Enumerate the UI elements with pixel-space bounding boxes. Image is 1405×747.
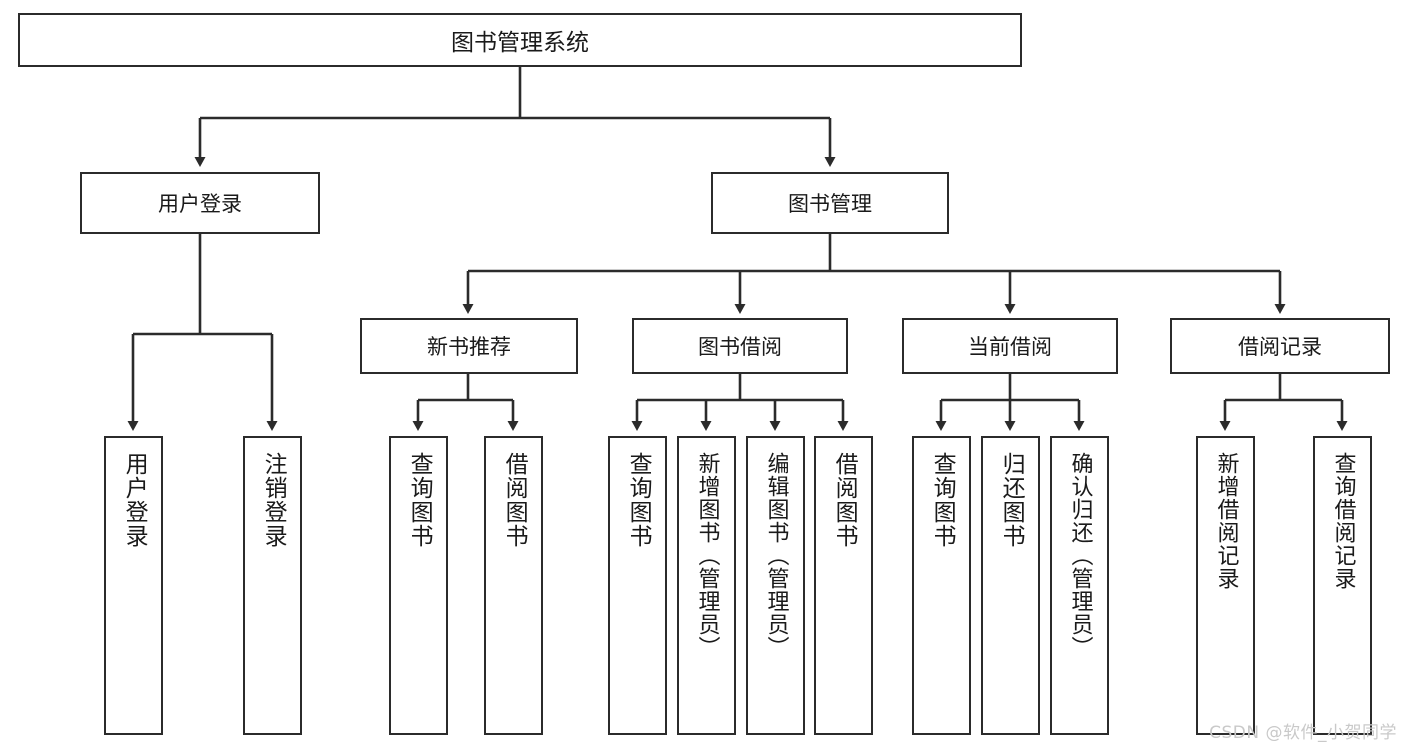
leaf-return-book[interactable]: 归还图书: [981, 436, 1040, 735]
leaf-query-book-borrow-label: 查询图书: [625, 452, 652, 548]
node-user-login[interactable]: 用户登录: [80, 172, 320, 234]
leaf-query-book-recommend[interactable]: 查询图书: [389, 436, 448, 735]
leaf-borrow-book-recommend[interactable]: 借阅图书: [484, 436, 543, 735]
node-current-borrow[interactable]: 当前借阅: [902, 318, 1118, 374]
leaf-user-login-label: 用户登录: [121, 452, 148, 548]
leaf-return-book-label: 归还图书: [998, 452, 1025, 548]
node-user-login-label: 用户登录: [158, 192, 242, 216]
node-book-management-label: 图书管理: [788, 192, 872, 216]
leaf-confirm-return-admin[interactable]: 确认归还（管理员）: [1050, 436, 1109, 735]
node-book-borrow[interactable]: 图书借阅: [632, 318, 848, 374]
node-book-management[interactable]: 图书管理: [711, 172, 949, 234]
leaf-add-borrow-record-label: 新增借阅记录: [1213, 452, 1239, 590]
leaf-query-borrow-record[interactable]: 查询借阅记录: [1313, 436, 1372, 735]
node-borrow-record-label: 借阅记录: [1238, 335, 1322, 359]
node-borrow-record[interactable]: 借阅记录: [1170, 318, 1390, 374]
node-new-book-recommend[interactable]: 新书推荐: [360, 318, 578, 374]
watermark: CSDN @软件_小贺同学: [1209, 723, 1397, 743]
leaf-user-login[interactable]: 用户登录: [104, 436, 163, 735]
leaf-borrow-book-recommend-label: 借阅图书: [501, 452, 528, 548]
leaf-confirm-return-admin-label: 确认归还（管理员）: [1067, 452, 1093, 659]
leaf-borrow-book-label: 借阅图书: [831, 452, 858, 548]
leaf-logout-label: 注销登录: [260, 452, 287, 548]
leaf-query-borrow-record-label: 查询借阅记录: [1330, 452, 1356, 590]
leaf-query-book-current-label: 查询图书: [929, 452, 956, 548]
leaf-add-book-admin[interactable]: 新增图书（管理员）: [677, 436, 736, 735]
leaf-query-book-current[interactable]: 查询图书: [912, 436, 971, 735]
node-root-label: 图书管理系统: [451, 30, 589, 56]
node-new-book-recommend-label: 新书推荐: [427, 335, 511, 359]
node-current-borrow-label: 当前借阅: [968, 335, 1052, 359]
node-root[interactable]: 图书管理系统: [18, 13, 1022, 67]
leaf-logout[interactable]: 注销登录: [243, 436, 302, 735]
leaf-edit-book-admin[interactable]: 编辑图书（管理员）: [746, 436, 805, 735]
leaf-query-book-recommend-label: 查询图书: [406, 452, 433, 548]
node-book-borrow-label: 图书借阅: [698, 335, 782, 359]
leaf-add-borrow-record[interactable]: 新增借阅记录: [1196, 436, 1255, 735]
leaf-edit-book-admin-label: 编辑图书（管理员）: [763, 452, 789, 659]
leaf-borrow-book[interactable]: 借阅图书: [814, 436, 873, 735]
leaf-add-book-admin-label: 新增图书（管理员）: [694, 452, 720, 659]
leaf-query-book-borrow[interactable]: 查询图书: [608, 436, 667, 735]
